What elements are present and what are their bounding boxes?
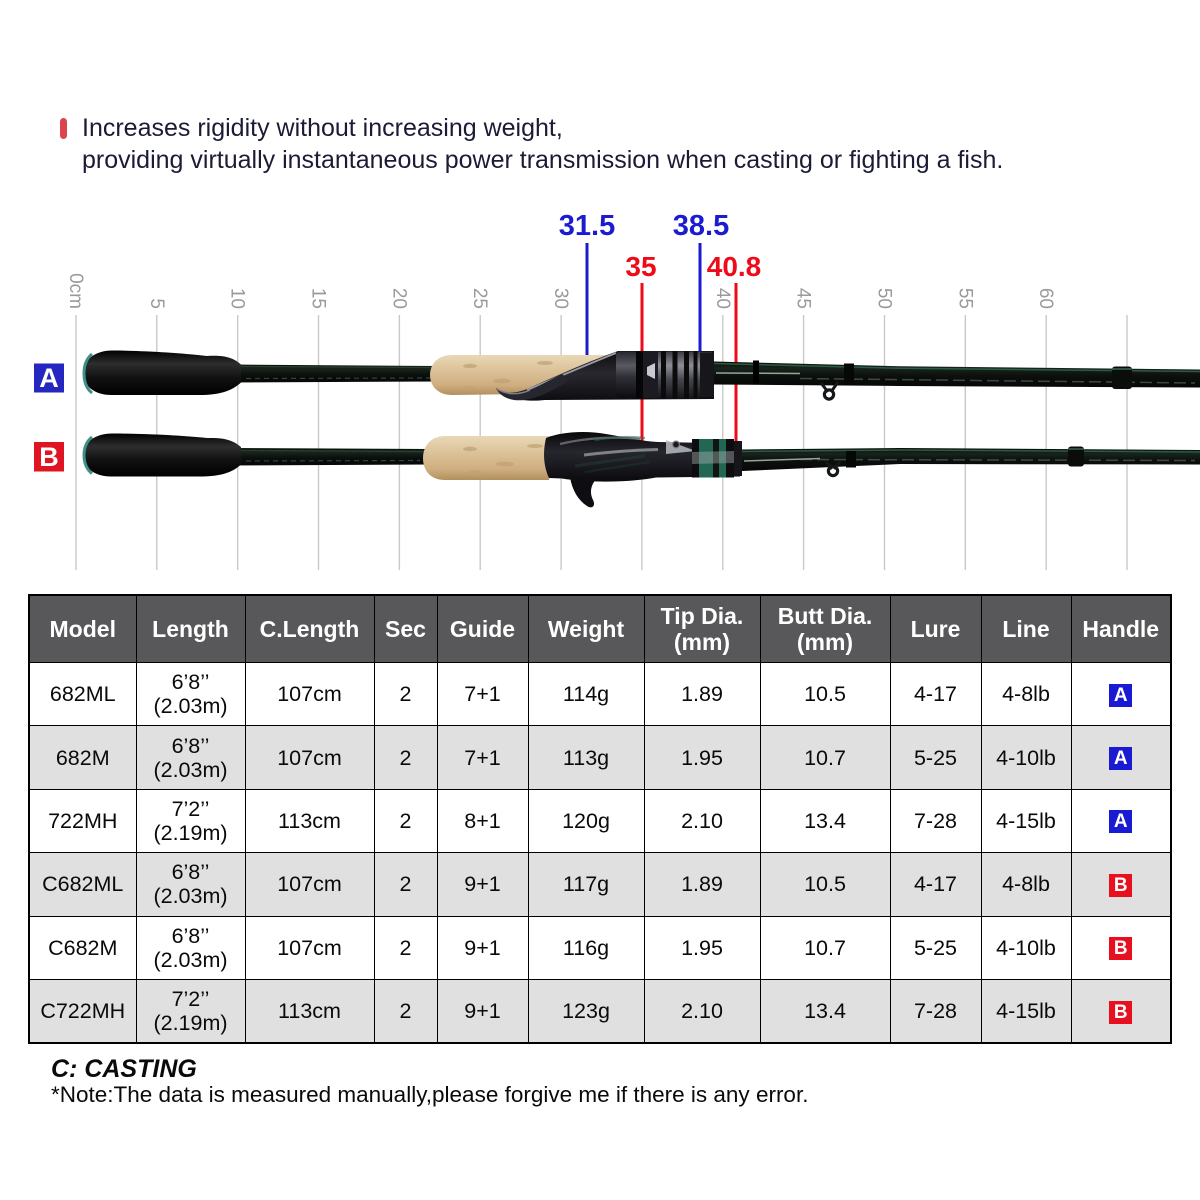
svg-text:40: 40 — [712, 288, 733, 309]
svg-text:25: 25 — [469, 288, 490, 309]
svg-text:40.8: 40.8 — [707, 251, 762, 282]
svg-text:55: 55 — [954, 288, 975, 309]
svg-text:5: 5 — [146, 298, 167, 309]
svg-text:35: 35 — [625, 251, 656, 282]
svg-text:30: 30 — [550, 288, 571, 309]
svg-text:45: 45 — [793, 288, 814, 309]
svg-text:60: 60 — [1035, 288, 1056, 309]
svg-text:B: B — [39, 442, 59, 472]
svg-text:0cm: 0cm — [65, 273, 86, 309]
svg-text:10: 10 — [227, 288, 248, 309]
svg-text:38.5: 38.5 — [673, 210, 729, 242]
svg-text:A: A — [39, 363, 59, 393]
svg-text:15: 15 — [308, 288, 329, 309]
svg-text:50: 50 — [874, 288, 895, 309]
svg-text:31.5: 31.5 — [559, 210, 615, 242]
svg-text:20: 20 — [388, 288, 409, 309]
